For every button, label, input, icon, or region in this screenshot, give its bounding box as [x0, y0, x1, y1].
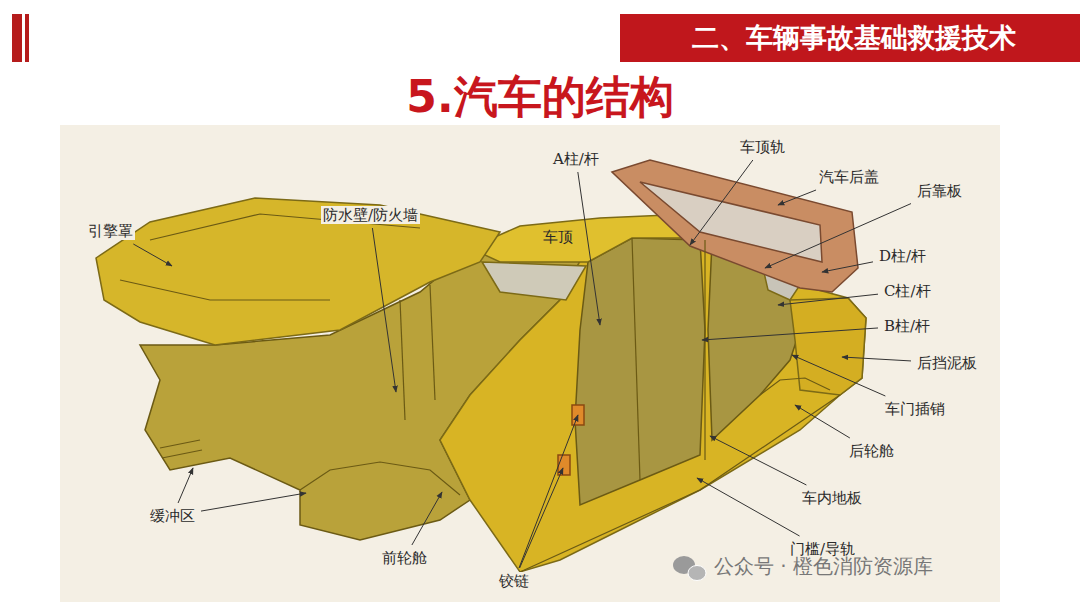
header-bar [25, 14, 29, 62]
leader-line [372, 228, 396, 392]
part-label: 铰链 [497, 572, 531, 590]
leader-line [178, 468, 193, 503]
part-label: 前轮舱 [380, 549, 429, 567]
part-label: 汽车后盖 [817, 168, 881, 186]
header-bar [12, 14, 22, 62]
slide-title: 5.汽车的结构 [0, 68, 1080, 127]
bumper-slot [160, 440, 200, 448]
part-label: D柱/杆 [877, 247, 928, 265]
icon-bubble [688, 566, 706, 581]
leader-line [795, 405, 850, 438]
leader-line [133, 244, 172, 266]
firewall-line [400, 300, 405, 420]
part-label: 车顶轨 [738, 138, 787, 156]
windshield-opening [482, 262, 586, 300]
part-label: 缓冲区 [148, 507, 197, 525]
wheel-arch [760, 378, 830, 395]
leader-line [842, 357, 911, 361]
wheel-arch [300, 462, 460, 495]
header-text: 二、车辆事故基础救援技术 [692, 20, 1016, 56]
leader-line [520, 468, 563, 568]
watermark: 公众号 · 橙色消防资源库 [712, 554, 935, 578]
leader-line [578, 172, 600, 325]
part-label: 后挡泥板 [915, 354, 979, 372]
part-label: 后轮舱 [847, 442, 896, 460]
bumper-slot [162, 450, 202, 458]
leader-line [778, 190, 816, 205]
hinge [558, 455, 570, 475]
pillar-line [632, 238, 640, 480]
firewall-line [430, 285, 435, 400]
hood [96, 198, 500, 345]
part-label: C柱/杆 [882, 282, 933, 300]
part-label: 车顶 [541, 228, 575, 246]
header-band: 二、车辆事故基础救援技术 [620, 14, 1080, 62]
leader-line [778, 294, 878, 305]
leader-line [822, 262, 873, 272]
photo-ground [60, 125, 1000, 602]
leader-line [710, 436, 806, 485]
wechat-icon [673, 556, 706, 581]
hood-crease [120, 280, 330, 300]
leader-line [412, 492, 442, 545]
leader-line [697, 478, 800, 536]
leader-line [690, 160, 753, 245]
part-label: A柱/杆 [551, 150, 601, 168]
part-label: 后靠板 [915, 182, 964, 200]
part-label: 车内地板 [800, 489, 864, 507]
leader-line [201, 493, 306, 511]
leader-line [702, 328, 878, 340]
part-label: 防水壁/防火墙 [321, 206, 420, 224]
pillar-line [704, 240, 705, 460]
front-door-opening [575, 238, 705, 505]
part-label: 引擎罩 [86, 222, 135, 240]
leader-line [519, 415, 578, 568]
rear-quarter [790, 298, 866, 395]
hatch-glass [640, 182, 822, 262]
part-label: B柱/杆 [882, 317, 932, 335]
leader-line [792, 355, 885, 396]
part-label: 车门插销 [883, 400, 947, 418]
